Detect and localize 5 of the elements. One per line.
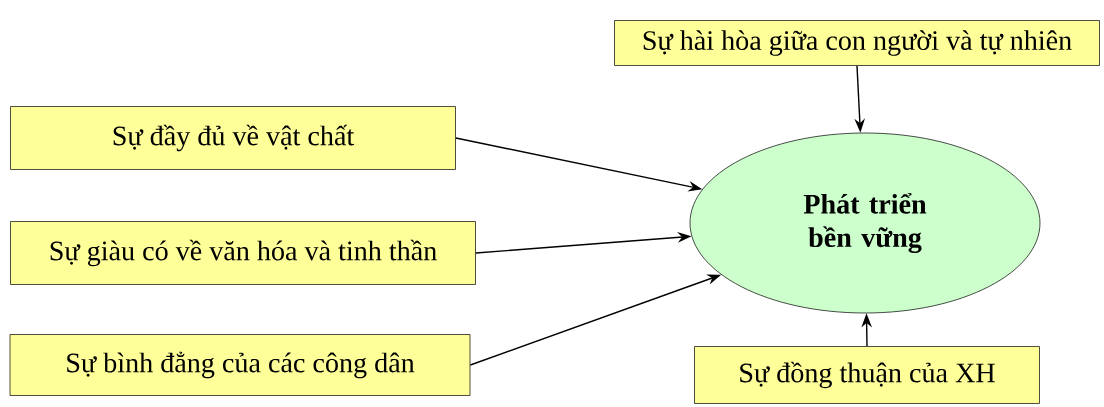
text-box: Sự hài hòa giữa con người và tự nhiên bbox=[614, 20, 1100, 66]
text-box: Sự bình đẳng của các công dân bbox=[9, 334, 471, 396]
text-box: Sự đầy đủ về vật chất bbox=[10, 106, 456, 170]
text-box: Sự đồng thuận của XH bbox=[694, 346, 1040, 404]
text-box: Sự giàu có về văn hóa và tinh thần bbox=[10, 221, 476, 285]
